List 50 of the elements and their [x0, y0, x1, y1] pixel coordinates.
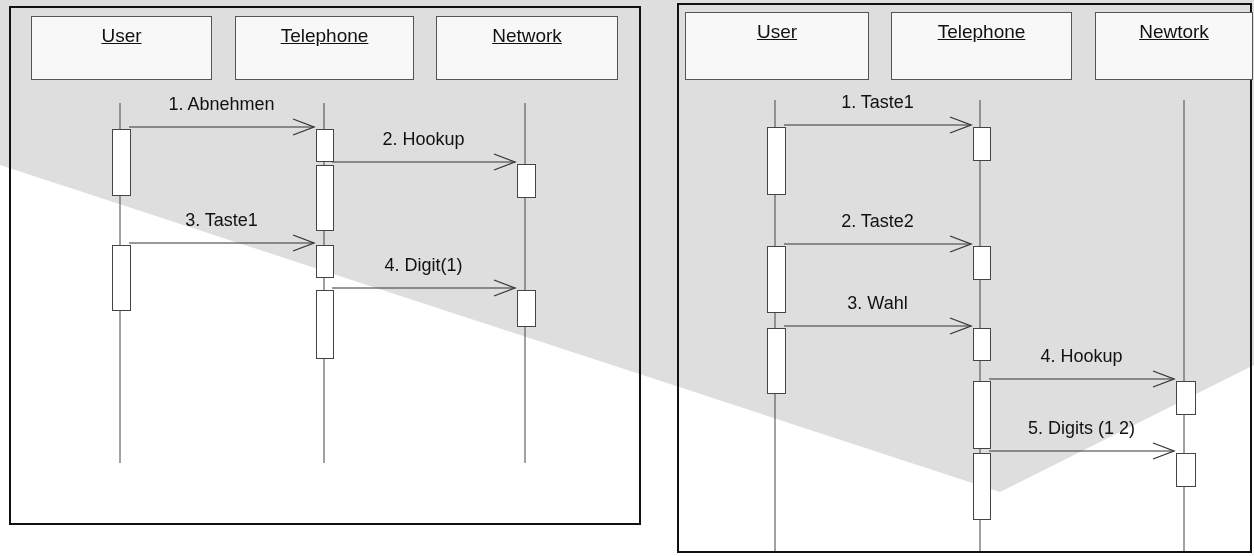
- object-name: User: [756, 21, 798, 43]
- activation-bar: [316, 290, 334, 359]
- lifeline-header: [891, 12, 1072, 80]
- diagram-frame: [677, 3, 1252, 553]
- edge-label: 5. Digits (1 2): [1028, 418, 1135, 438]
- edge-label: 1. Taste1: [841, 92, 914, 112]
- diagram-frame: [9, 6, 641, 525]
- activation-bar: [767, 328, 786, 394]
- message-arrow: [331, 153, 516, 171]
- lifeline-header: [235, 16, 414, 80]
- activation-bar: [1176, 381, 1196, 415]
- object-name: Telephone: [280, 25, 369, 47]
- activation-bar: [973, 127, 991, 161]
- message-arrow: [783, 317, 972, 335]
- activation-bar: [316, 129, 334, 162]
- lifeline-header: [1095, 12, 1253, 80]
- activation-bar: [973, 328, 991, 361]
- edge-label: 3. Taste1: [185, 210, 258, 230]
- edge-label: 2. Hookup: [382, 129, 465, 149]
- object-name: Newtork: [1139, 21, 1209, 43]
- activation-bar: [767, 246, 786, 313]
- edge-label: 2. Taste2: [841, 211, 914, 231]
- message-arrow: [331, 279, 516, 297]
- edge-label: 3. Wahl: [847, 293, 908, 313]
- message-arrow: [783, 235, 972, 253]
- activation-bar: [973, 453, 991, 520]
- activation-bar: [316, 245, 334, 278]
- edge-label: 1. Abnehmen: [168, 94, 275, 114]
- activation-bar: [316, 165, 334, 231]
- lifeline-header: [685, 12, 869, 80]
- message-arrow: [988, 442, 1175, 460]
- activation-bar: [517, 164, 536, 198]
- activation-bar: [517, 290, 536, 327]
- activation-bar: [767, 127, 786, 195]
- lifeline-header: [31, 16, 212, 80]
- message-arrow: [783, 116, 972, 134]
- message-arrow: [988, 370, 1175, 388]
- activation-bar: [973, 381, 991, 449]
- message-arrow: [128, 234, 315, 252]
- object-name: Network: [492, 25, 562, 47]
- edge-label: 4. Hookup: [1040, 346, 1123, 366]
- activation-bar: [112, 245, 131, 311]
- object-name: User: [101, 25, 142, 47]
- object-name: Telephone: [937, 21, 1026, 43]
- edge-label: 4. Digit(1): [384, 255, 463, 275]
- activation-bar: [112, 129, 131, 196]
- lifeline-header: [436, 16, 618, 80]
- message-arrow: [128, 118, 315, 136]
- activation-bar: [973, 246, 991, 280]
- activation-bar: [1176, 453, 1196, 487]
